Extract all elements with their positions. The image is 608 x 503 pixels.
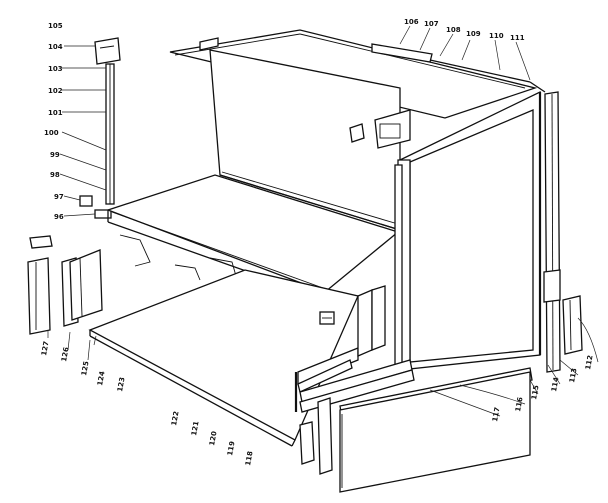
- callout-120: 120: [208, 430, 218, 446]
- callout-117: 117: [491, 406, 501, 422]
- latch-part: [319, 311, 335, 325]
- callout-113: 113: [568, 367, 578, 383]
- callout-96: 96: [54, 213, 64, 221]
- top-trim-strip: [371, 43, 546, 93]
- leader-lines: [47, 25, 599, 417]
- right-side-panel: [394, 90, 561, 376]
- callout-125: 125: [80, 360, 90, 376]
- lower-front-frame: [294, 285, 533, 493]
- callout-122: 122: [170, 410, 180, 426]
- callout-121: 121: [190, 420, 200, 436]
- callout-127: 127: [40, 340, 50, 356]
- callout-126: 126: [60, 346, 70, 362]
- callout-123: 123: [116, 376, 126, 392]
- callout-114: 114: [550, 376, 560, 392]
- callout-115: 115: [530, 384, 540, 400]
- callout-110: 110: [489, 32, 504, 40]
- callout-99: 99: [50, 151, 60, 159]
- callout-102: 102: [48, 87, 63, 95]
- callout-116: 116: [514, 396, 524, 412]
- callout-98: 98: [50, 171, 60, 179]
- hinge-bracket-top: [349, 109, 411, 149]
- shelf-supports: [119, 234, 237, 281]
- callout-109: 109: [466, 30, 481, 38]
- callout-124: 124: [96, 370, 106, 386]
- callout-104: 104: [48, 43, 63, 51]
- callout-112: 112: [584, 354, 594, 370]
- left-door-parts: [27, 249, 103, 335]
- callout-118: 118: [244, 450, 254, 466]
- callout-105: 105: [48, 22, 63, 30]
- callout-108: 108: [446, 26, 461, 34]
- callout-119: 119: [226, 440, 236, 456]
- bottom-shelf: [88, 269, 359, 447]
- callout-97: 97: [54, 193, 64, 201]
- top-left-bracket: [94, 37, 219, 65]
- callout-100: 100: [44, 129, 59, 137]
- callout-111: 111: [510, 34, 525, 42]
- left-post: [105, 63, 115, 205]
- callout-103: 103: [48, 65, 63, 73]
- callout-101: 101: [48, 109, 63, 117]
- callout-labels: 105 104 103 102 101 100 99 98 97 96 106 …: [40, 18, 594, 466]
- right-hinge-hardware: [543, 269, 583, 355]
- callout-106: 106: [404, 18, 419, 26]
- callout-107: 107: [424, 20, 439, 28]
- left-clips: [29, 195, 112, 249]
